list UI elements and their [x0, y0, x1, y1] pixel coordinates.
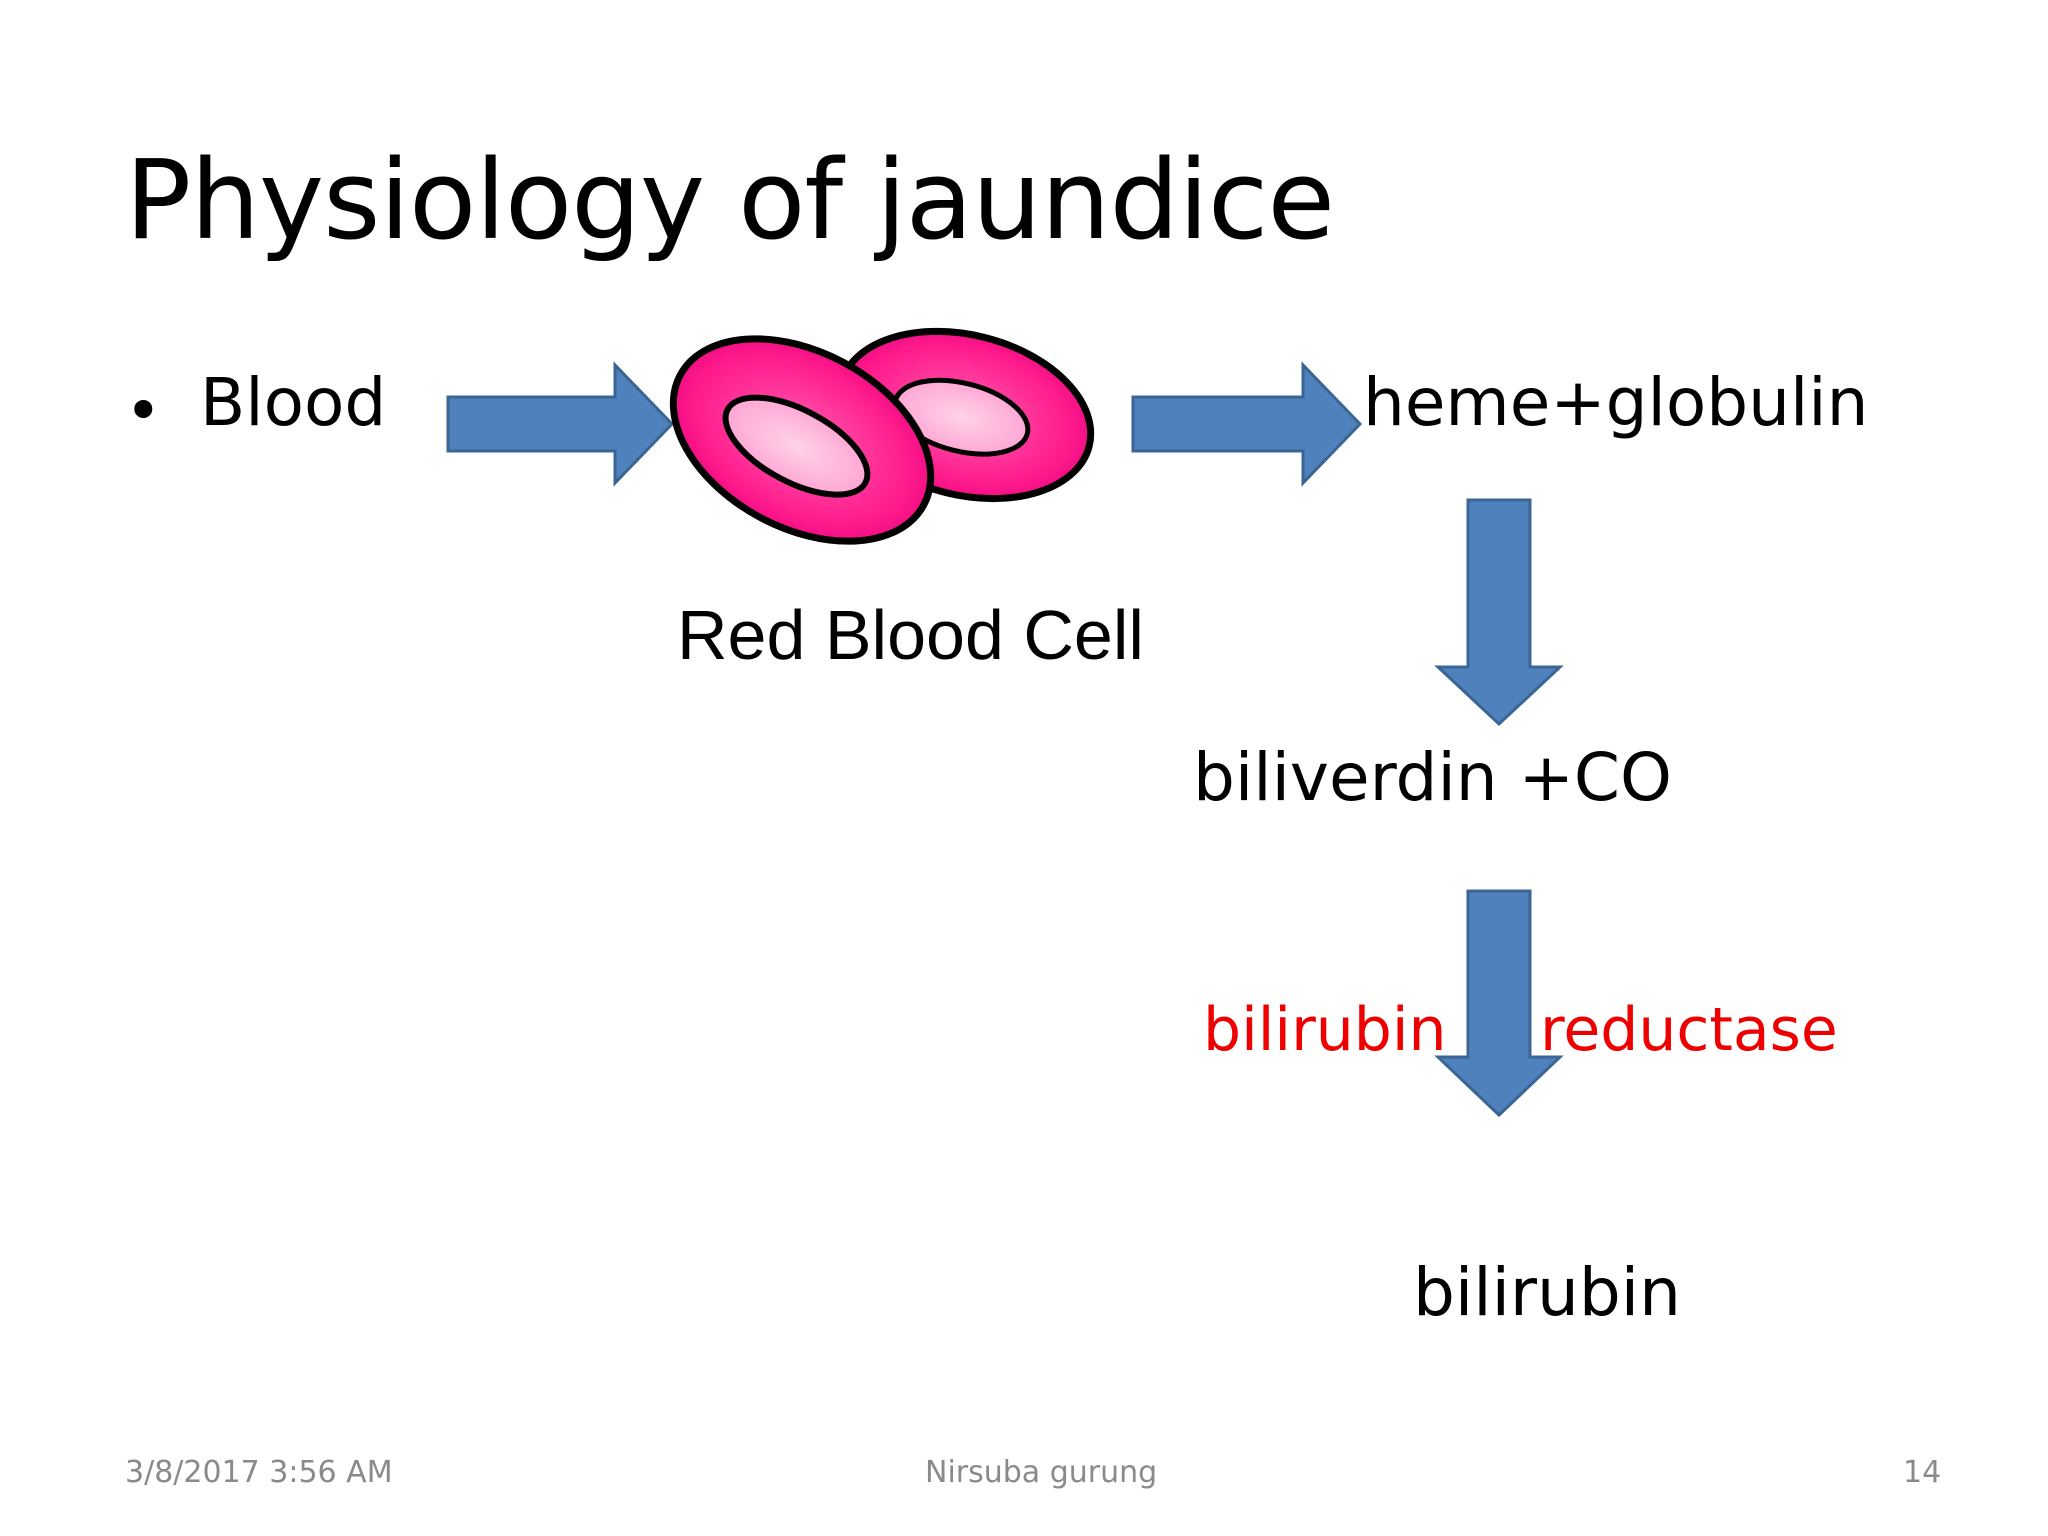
down-arrow-1: [1434, 498, 1564, 727]
right-arrow-1: [446, 361, 675, 487]
bullet-blood: Blood: [200, 364, 387, 441]
down-arrow-2: [1434, 889, 1564, 1118]
footer-date: 3/8/2017 3:56 AM: [125, 1455, 393, 1490]
red-blood-cell-label: Red Blood Cell: [677, 596, 1144, 674]
step-biliverdin: biliverdin +CO: [1193, 739, 1672, 816]
bullet-marker: •: [125, 374, 162, 447]
footer-page-number: 14: [1903, 1455, 1942, 1490]
enzyme-label-right: reductase: [1540, 995, 1838, 1065]
footer-author: Nirsuba gurung: [925, 1455, 1158, 1490]
step-heme-globulin: heme+globulin: [1363, 364, 1869, 441]
right-arrow-2: [1131, 361, 1363, 487]
step-bilirubin: bilirubin: [1413, 1254, 1681, 1331]
red-blood-cell-illustration: [669, 327, 1095, 545]
slide-title: Physiology of jaundice: [125, 136, 1335, 264]
enzyme-label-left: bilirubin: [1203, 995, 1447, 1065]
